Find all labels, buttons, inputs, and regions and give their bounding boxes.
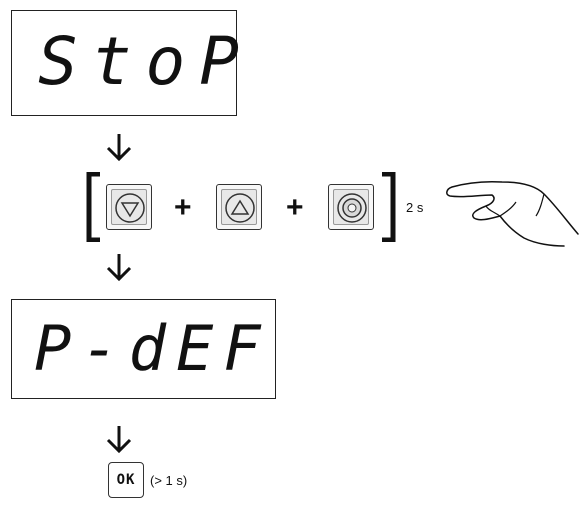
up-key[interactable] <box>216 184 262 230</box>
concentric-circle-icon <box>337 193 367 223</box>
hand-icon <box>446 181 579 247</box>
enter-key[interactable] <box>328 184 374 230</box>
down-triangle-icon <box>115 193 145 223</box>
down-arrow-icon <box>106 134 132 162</box>
up-triangle-icon <box>225 193 255 223</box>
display-pdef: P-dEF <box>11 299 276 399</box>
hold-note: (> 1 s) <box>150 473 188 488</box>
display-stop-text: StoP <box>38 23 253 100</box>
bracket-right-icon <box>382 172 396 242</box>
ok-key[interactable]: OK <box>108 462 144 498</box>
plus-sign-2: + <box>286 191 304 224</box>
display-stop: StoP <box>11 10 239 116</box>
bracket-left-icon <box>86 172 100 242</box>
ok-key-label: OK <box>116 472 136 488</box>
down-arrow-icon <box>106 254 132 282</box>
down-key[interactable] <box>106 184 152 230</box>
down-arrow-icon <box>106 426 132 454</box>
hold-time-label: 2 s <box>406 200 424 215</box>
display-pdef-text: P-dEF <box>34 312 271 385</box>
plus-sign-1: + <box>174 191 192 224</box>
